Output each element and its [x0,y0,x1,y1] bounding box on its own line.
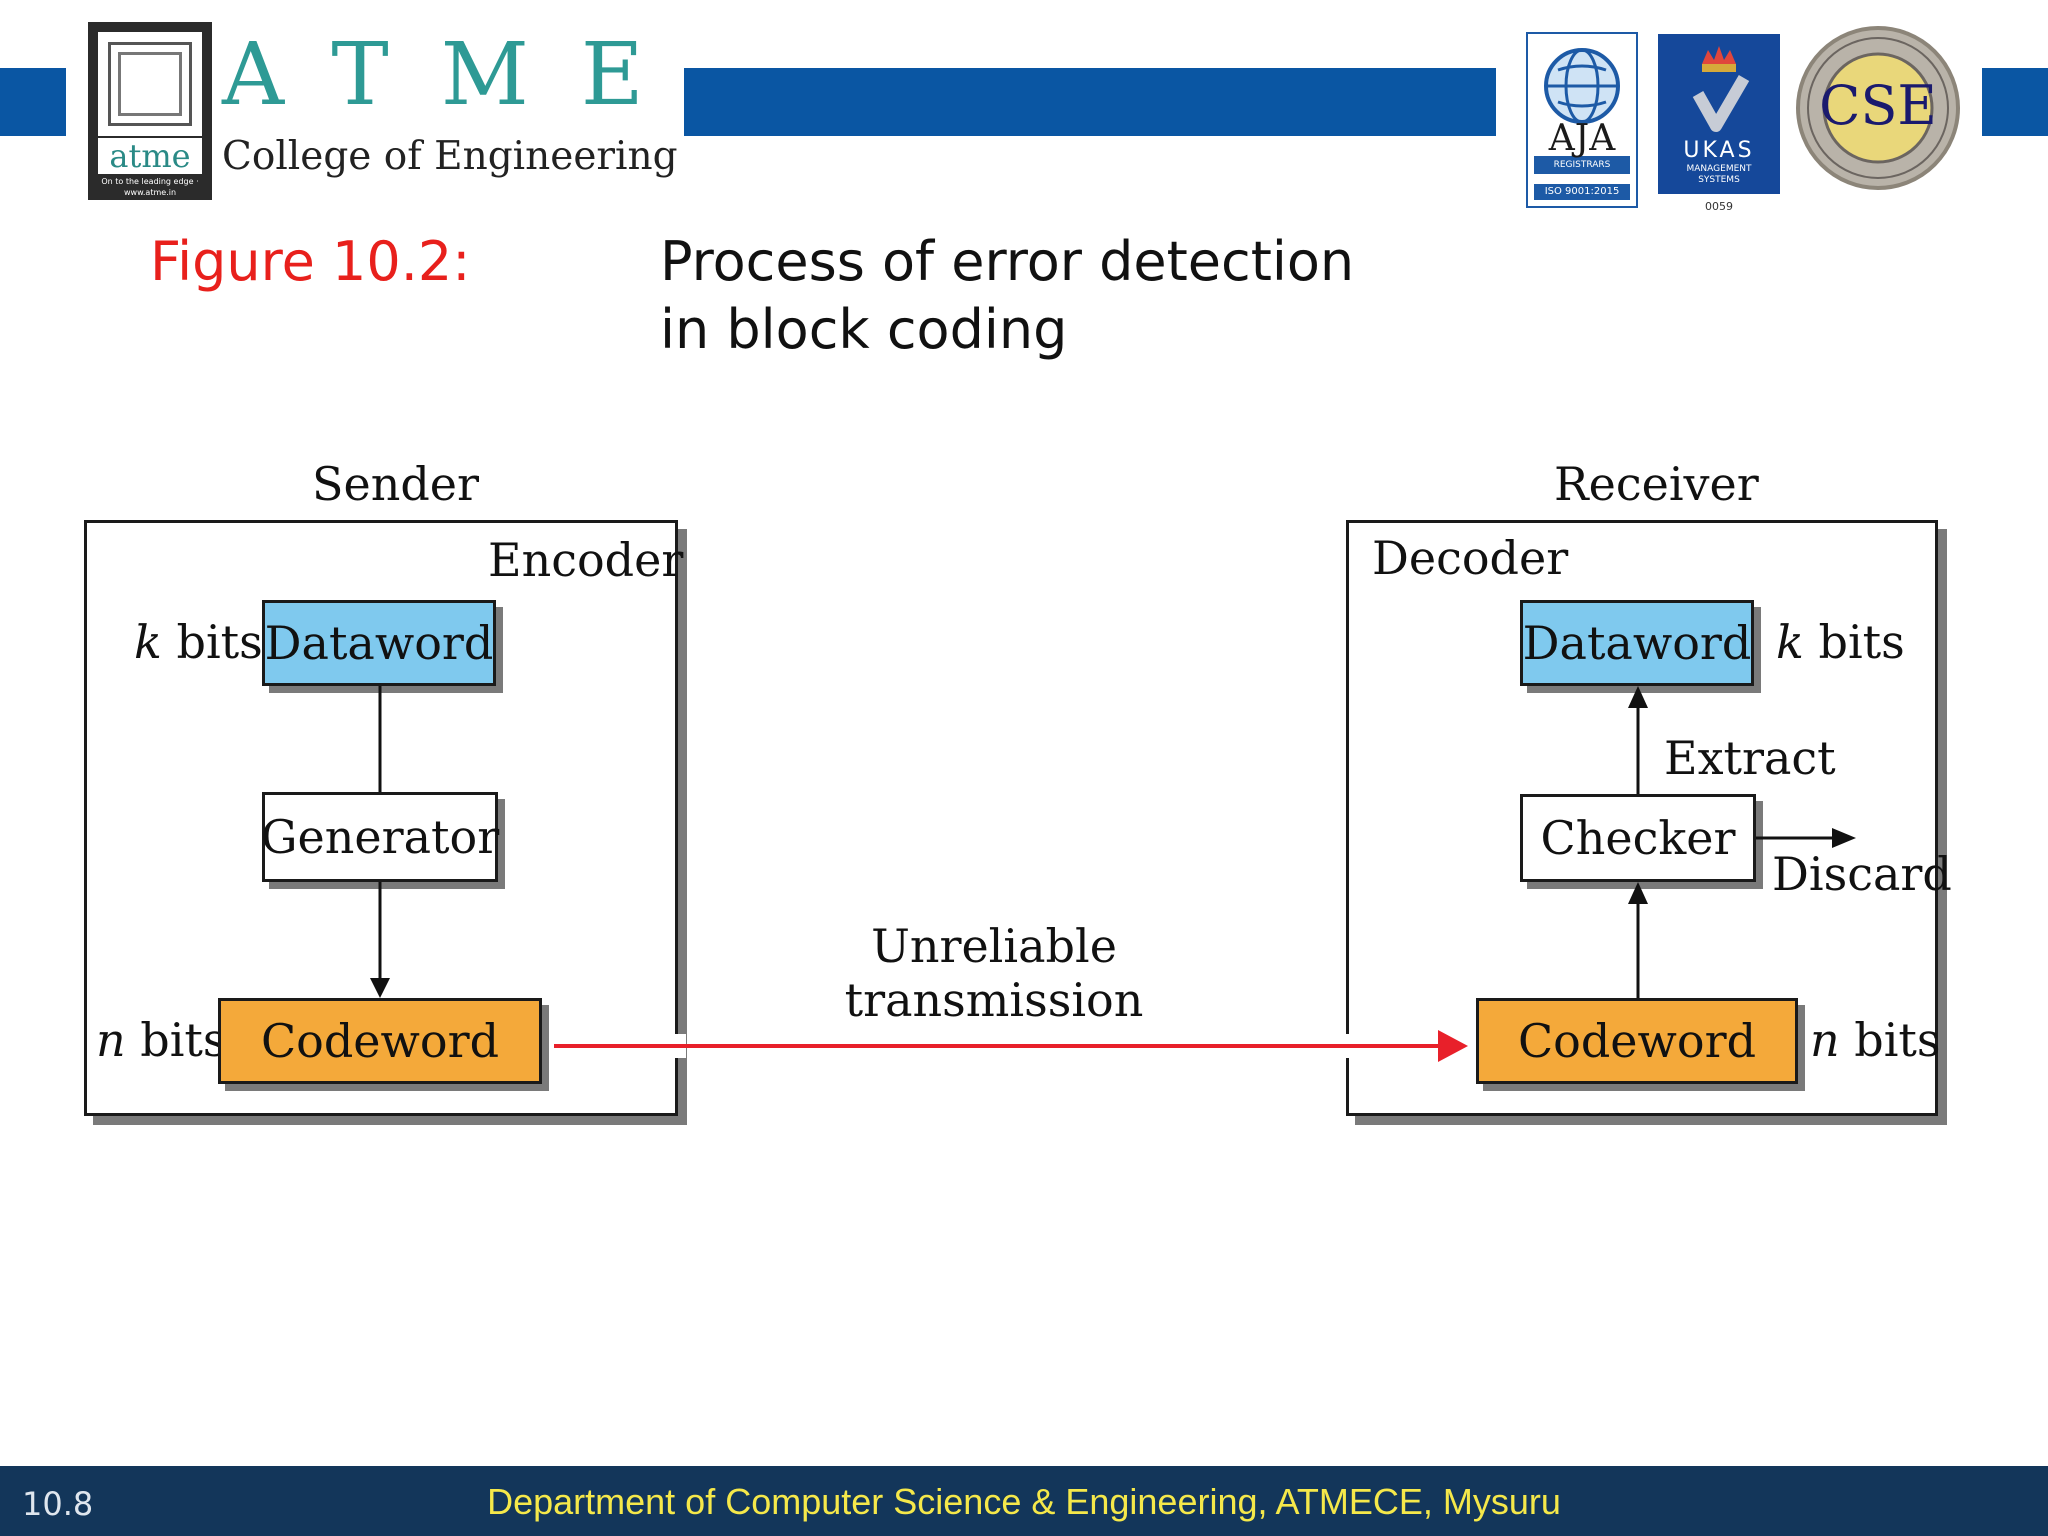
encoder-label: Encoder [488,533,684,587]
sender-n-var: n [96,1013,126,1067]
aja-text: AJA [1548,118,1616,159]
cse-seal-icon [1807,37,1949,179]
sender-n-bits: n bits [96,1012,227,1068]
logo-tagline: On to the leading edge · www.atme.in [101,177,199,197]
extract-label: Extract [1664,731,1836,785]
ukas-number: 0059 [1705,200,1733,213]
receiver-codeword-box: Codeword [1476,998,1798,1084]
receiver-k-bits: k bits [1776,614,1905,670]
checker-to-discard-arrowhead [1832,828,1856,848]
header-band-center [684,68,1496,136]
cse-department-seal: CSE [1796,26,1960,190]
page-number: 10.8 [22,1485,94,1523]
receiver-k-var: k [1776,615,1804,669]
receiver-title: Receiver [1554,457,1759,511]
checker-box: Checker [1520,794,1756,882]
aja-registrars: REGISTRARS [1553,160,1611,170]
checker-to-dataword-arrowhead [1628,686,1648,708]
discard-label: Discard [1772,847,1952,901]
decoder-label: Decoder [1372,531,1569,585]
channel-label-line2: transmission [844,973,1144,1027]
logo-emblem-inner [118,52,182,116]
ukas-certification-logo: UKAS MANAGEMENT SYSTEMS [1658,34,1780,194]
aja-iso: ISO 9001:2015 [1544,186,1620,197]
header-band-left [0,68,66,136]
sender-title: Sender [312,457,480,511]
logo-emblem [98,32,202,136]
sender-k-var: k [134,615,162,669]
ukas-text: UKAS [1683,138,1755,163]
figure-label: Figure 10.2: [150,230,471,293]
brand-letters: ATME [222,25,696,125]
channel-label-line1: Unreliable [871,919,1117,973]
sender-codeword-box: Codeword [218,998,542,1084]
receiver-dataword-box: Dataword [1520,600,1754,686]
ukas-sub: MANAGEMENT SYSTEMS [1686,164,1752,185]
generator-box: Generator [261,792,499,882]
receiver-k-unit: bits [1818,615,1905,669]
logo-emblem-outer [108,42,192,126]
receiver-n-var: n [1810,1013,1840,1067]
college-logo: atme On to the leading edge · www.atme.i… [88,22,212,200]
department-footer: Department of Computer Science & Enginee… [487,1481,1561,1522]
aja-globe-icon [1534,48,1630,200]
receiver-n-unit: bits [1854,1013,1941,1067]
sender-n-unit: bits [140,1013,227,1067]
cse-seal-text: CSE [1819,74,1937,137]
sender-k-unit: bits [176,615,263,669]
aja-certification-logo: AJA REGISTRARS ISO 9001:2015 [1526,32,1638,208]
receiver-n-bits: n bits [1810,1012,1941,1068]
generator-to-codeword-arrowhead [370,978,390,998]
codeword-to-checker-arrowhead [1628,882,1648,904]
footer-bar [0,1466,2048,1536]
logo-word: atme [98,138,202,174]
sender-k-bits: k bits [134,614,263,670]
sender-dataword-box: Dataword [262,600,496,686]
crown-check-icon [1692,46,1750,132]
college-name: College of Engineering [222,134,678,179]
figure-title: Process of error detection in block codi… [660,230,1355,361]
transmission-channel-arrowhead [1438,1030,1468,1062]
header-band-right [1982,68,2048,136]
